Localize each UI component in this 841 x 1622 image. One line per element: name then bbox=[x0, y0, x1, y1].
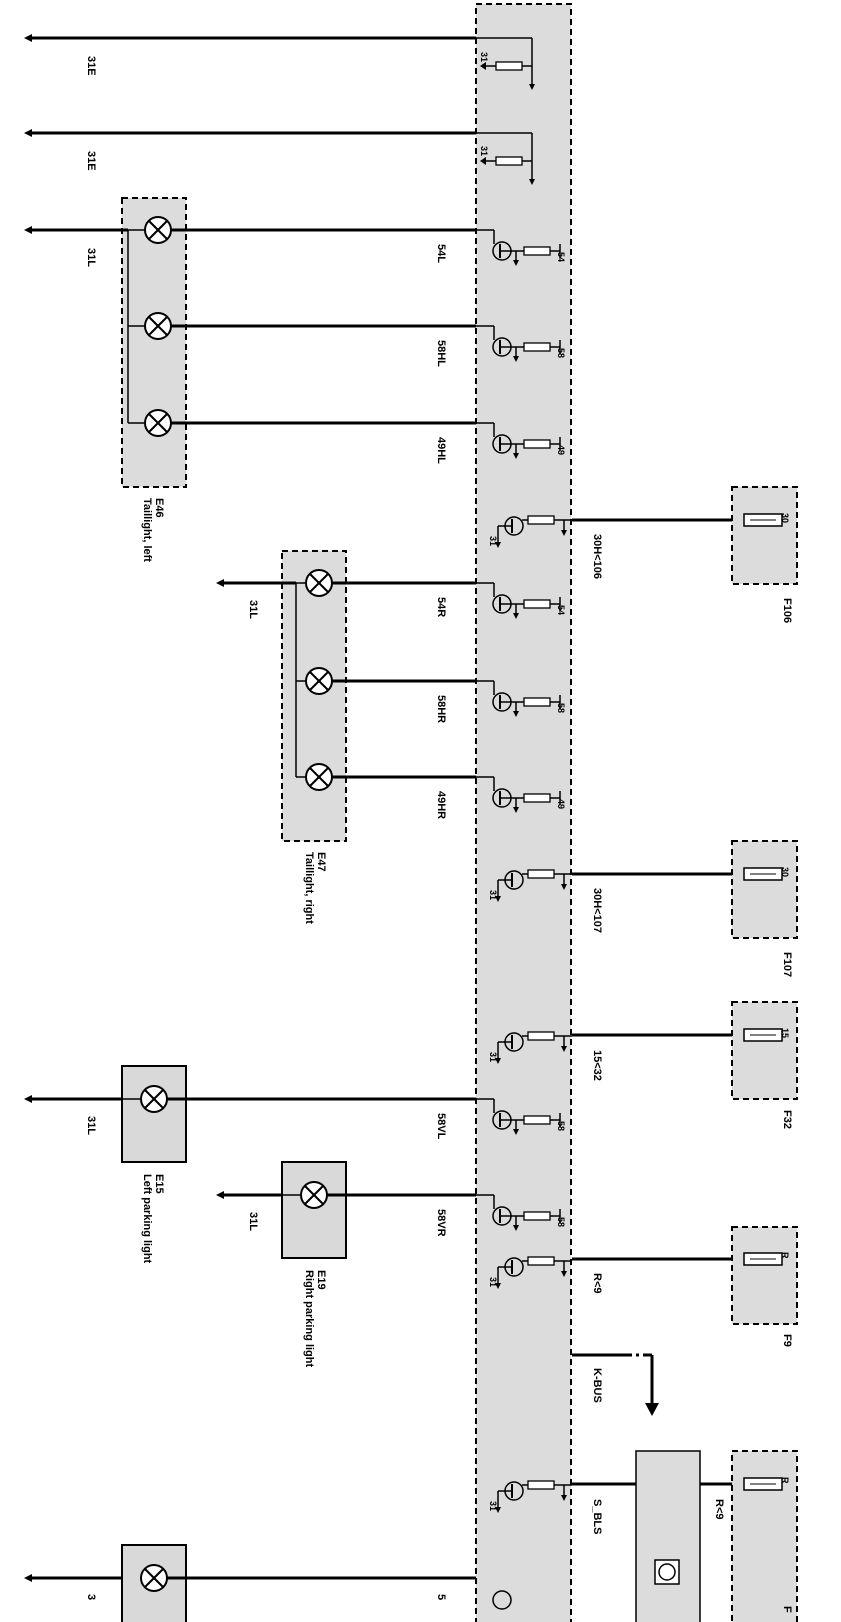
ground-row-1: 31E 31 bbox=[24, 34, 535, 90]
taillight-left: 31L 54L 58HL 49HL E46 Taillight, left bbox=[24, 197, 476, 562]
lamp-icon bbox=[305, 569, 333, 597]
ground-wire-label: 31L bbox=[247, 600, 259, 619]
fuse-F107-feed: 31 30 30H<107 F107 bbox=[488, 840, 798, 977]
lamp-icon bbox=[300, 1181, 328, 1209]
svg-text:58: 58 bbox=[556, 348, 566, 358]
lamp-icon bbox=[144, 216, 172, 244]
svg-text:31: 31 bbox=[488, 1501, 498, 1511]
wire-label: S_BLS bbox=[591, 1499, 603, 1534]
module-stage-49HR: 49 bbox=[475, 776, 566, 814]
wire-label: 30H<106 bbox=[591, 534, 603, 579]
ground-row-2: 31E 31 bbox=[24, 129, 535, 185]
component-name: Right parking light bbox=[303, 1270, 315, 1367]
wire-label: R<9 bbox=[713, 1499, 725, 1520]
module-stage-58VR: 58 bbox=[475, 1194, 566, 1232]
component-name: Taillight, left bbox=[141, 498, 153, 562]
bus-label: K-BUS bbox=[591, 1368, 603, 1403]
component-id: E15 bbox=[153, 1174, 165, 1194]
wire-label: 15<32 bbox=[591, 1050, 603, 1081]
taillight-right: 31L 54R 58HR 49HR E47 Taillight, right bbox=[216, 550, 476, 924]
fuse-icon bbox=[743, 1252, 783, 1266]
lamp-icon bbox=[140, 1564, 168, 1592]
ground-wire-label: 3 bbox=[85, 1594, 97, 1600]
switch-icon bbox=[658, 1563, 676, 1581]
svg-text:58: 58 bbox=[556, 703, 566, 713]
brake-light-switch-feed: 31 R S_BLS R<9 F bbox=[488, 1450, 798, 1622]
wire-label: 49HR bbox=[435, 791, 447, 819]
svg-text:58: 58 bbox=[556, 1121, 566, 1131]
lamp-icon bbox=[144, 409, 172, 437]
wire-label: 5 bbox=[435, 1594, 447, 1600]
ground-wire-label: 31L bbox=[247, 1212, 259, 1231]
svg-text:54: 54 bbox=[556, 605, 566, 615]
fuse-icon bbox=[743, 1477, 783, 1491]
fuse-F106-feed: 31 30 30H<106 F106 bbox=[488, 486, 798, 623]
wire-label: 49HL bbox=[435, 437, 447, 464]
ground-wire-label: 31L bbox=[85, 248, 97, 267]
bottom-lamp-row: 3 5 bbox=[24, 1544, 512, 1622]
fuse-id: F32 bbox=[781, 1110, 793, 1129]
component-name: Left parking light bbox=[141, 1174, 153, 1264]
parking-light-right: 31L 58VR E19 Right parking light bbox=[216, 1161, 476, 1367]
fuse-icon bbox=[743, 1028, 783, 1042]
svg-text:31: 31 bbox=[488, 1277, 498, 1287]
pin-31-label: 31 bbox=[479, 52, 489, 62]
fuse-F32-feed: 31 15 15<32 F32 bbox=[488, 1001, 798, 1129]
svg-text:30: 30 bbox=[780, 513, 790, 523]
ground-wire-label: 31L bbox=[85, 1116, 97, 1135]
fuse-F9-feed: 31 R R<9 F9 bbox=[488, 1226, 798, 1347]
lamp-icon bbox=[144, 312, 172, 340]
svg-text:49: 49 bbox=[556, 799, 566, 809]
lamp-icon bbox=[140, 1085, 168, 1113]
fuse-id: F9 bbox=[781, 1334, 793, 1347]
svg-text:31: 31 bbox=[488, 536, 498, 546]
wire-label: 30H<107 bbox=[591, 888, 603, 933]
pin-31-label: 31 bbox=[479, 146, 489, 156]
svg-text:31: 31 bbox=[488, 890, 498, 900]
wire-label: R<9 bbox=[591, 1273, 603, 1294]
wire-label: 31E bbox=[85, 56, 97, 76]
wire-label: 58HR bbox=[435, 695, 447, 723]
component-id: E46 bbox=[153, 498, 165, 518]
module-stage-58HR: 58 bbox=[475, 680, 566, 718]
parking-light-left: 31L 58VL E15 Left parking light bbox=[24, 1065, 476, 1264]
module-stage-58VL: 58 bbox=[475, 1098, 566, 1136]
wire-label: 58VR bbox=[435, 1209, 447, 1237]
wire-label: 58VL bbox=[435, 1113, 447, 1140]
control-module bbox=[475, 3, 572, 1622]
k-bus: K-BUS bbox=[572, 1353, 659, 1416]
module-stage-54L: 54 bbox=[475, 229, 566, 267]
wire-label: 58HL bbox=[435, 340, 447, 367]
svg-text:58: 58 bbox=[556, 1217, 566, 1227]
wire-label: 54L bbox=[435, 244, 447, 263]
svg-text:49: 49 bbox=[556, 445, 566, 455]
wire-label: 31E bbox=[85, 151, 97, 171]
svg-text:30: 30 bbox=[780, 867, 790, 877]
module-stage-49HL: 49 bbox=[475, 422, 566, 460]
fuse-id: F107 bbox=[781, 952, 793, 977]
fuse-id: F bbox=[781, 1606, 793, 1613]
svg-text:R: R bbox=[780, 1252, 790, 1259]
module-stage-58HL: 58 bbox=[475, 325, 566, 363]
component-name: Taillight, right bbox=[303, 852, 315, 924]
wire-label: 54R bbox=[435, 597, 447, 617]
svg-text:54: 54 bbox=[556, 252, 566, 262]
fuse-id: F106 bbox=[781, 598, 793, 623]
module-stage-54R: 54 bbox=[475, 582, 566, 620]
lamp-icon bbox=[305, 667, 333, 695]
svg-text:15: 15 bbox=[780, 1028, 790, 1038]
lamp-icon bbox=[305, 763, 333, 791]
component-id: E47 bbox=[315, 852, 327, 872]
svg-text:31: 31 bbox=[488, 1052, 498, 1062]
component-id: E19 bbox=[315, 1270, 327, 1290]
fuse-icon bbox=[743, 513, 783, 527]
fuse-icon bbox=[743, 867, 783, 881]
svg-text:R: R bbox=[780, 1477, 790, 1484]
